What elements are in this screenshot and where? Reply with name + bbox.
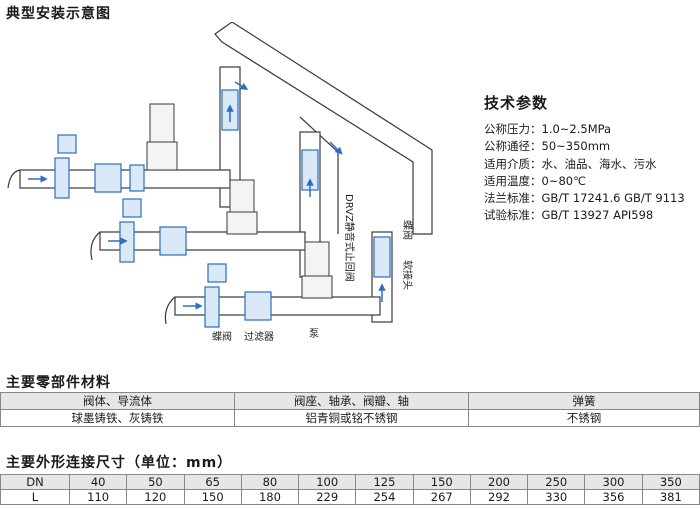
spec-row: 试验标准：GB/T 13927 API598 xyxy=(484,208,654,223)
table-row: 阀体、导流体 阀座、轴承、阀瓣、轴 弹簧 xyxy=(0,392,700,410)
spec-row: 法兰标准：GB/T 17241.6 GB/T 9113 xyxy=(484,191,685,206)
dimensions-title: 主要外形连接尺寸（单位：mm） xyxy=(6,455,233,471)
label-butterfly-valve-right: 蝶阀 xyxy=(401,220,414,240)
table-row: DN 40 50 65 80 100 125 150 200 250 300 3… xyxy=(0,474,700,490)
spec-row: 适用温度：0~80℃ xyxy=(484,173,587,188)
table-row: L 110 120 150 180 229 254 267 292 330 35… xyxy=(0,489,700,505)
label-butterfly-valve-bottom: 蝶阀 xyxy=(212,330,232,343)
spec-row: 适用介质：水、油品、海水、污水 xyxy=(484,156,657,171)
materials-title: 主要零部件材料 xyxy=(6,375,111,391)
label-check-valve: DRVZ静音式止回阀 xyxy=(343,194,356,282)
page-title: 典型安装示意图 xyxy=(6,6,111,22)
dimensions-table: DN 40 50 65 80 100 125 150 200 250 300 3… xyxy=(0,474,700,505)
label-filter: 过滤器 xyxy=(244,330,274,343)
materials-table: 阀体、导流体 阀座、轴承、阀瓣、轴 弹簧 球墨铸铁、灰铸铁 铝青铜或铭不锈钢 不… xyxy=(0,392,700,427)
label-flexible-joint: 软接头 xyxy=(401,260,414,290)
tech-specs: 技术参数 公称压力：1.0~2.5MPa 公称通径：50~350mm 适用介质：… xyxy=(484,94,694,224)
table-row: 球墨铸铁、灰铸铁 铝青铜或铭不锈钢 不锈钢 xyxy=(0,409,700,427)
spec-row: 公称通径：50~350mm xyxy=(484,139,611,154)
specs-title: 技术参数 xyxy=(484,94,549,112)
label-pump: 泵 xyxy=(309,328,319,340)
spec-row: 公称压力：1.0~2.5MPa xyxy=(484,122,612,137)
installation-diagram: 蝶阀 过滤器 泵 DRVZ静音式止回阀 蝶阀 软接头 xyxy=(7,22,433,343)
